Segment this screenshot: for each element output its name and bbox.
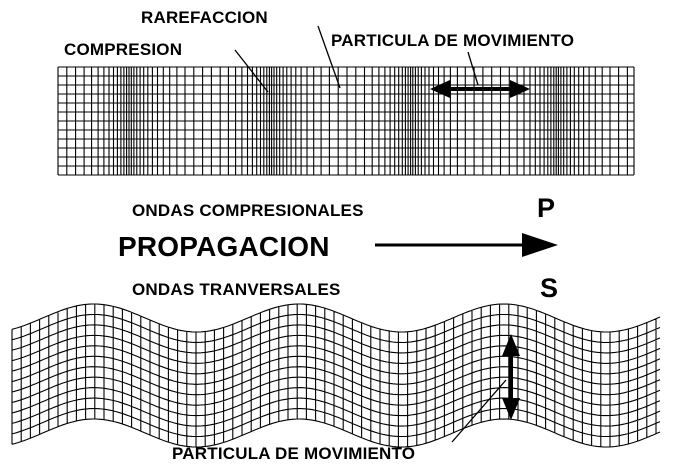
- s-particle-motion-label: PARTICULA DE MOVIMIENTO: [172, 444, 416, 463]
- label-leader-lines: [234, 25, 507, 443]
- rarefaction-leader: [317, 25, 341, 89]
- p-arrow-head-left: [430, 80, 450, 98]
- s-particle-motion-leader: [451, 379, 507, 443]
- s-wave-grid-lines: [11, 303, 661, 448]
- p-arrow-head-right: [510, 80, 530, 98]
- compression-label: COMPRESION: [64, 40, 183, 59]
- p-particle-motion-label: PARTICULA DE MOVIMIENTO: [331, 31, 575, 50]
- propagation-arrow: [375, 233, 558, 257]
- s-wave-letter: S: [540, 273, 559, 303]
- s-wave-caption: ONDAS TRANVERSALES: [132, 280, 341, 299]
- propagation-label: PROPAGACION: [118, 231, 330, 262]
- s-wave-grid: [11, 303, 661, 448]
- s-arrow-head-bottom: [502, 398, 520, 420]
- p-wave-caption: ONDAS COMPRESIONALES: [132, 201, 364, 220]
- s-arrow-head-top: [502, 334, 520, 356]
- p-wave-grid-lines: [57, 66, 635, 176]
- p-wave-grid: [57, 66, 635, 176]
- p-wave-letter: P: [537, 193, 556, 223]
- p-particle-motion-arrow: [430, 80, 530, 98]
- p-particle-motion-leader: [467, 51, 479, 86]
- propagation-arrow-head: [522, 233, 558, 257]
- compression-leader: [234, 49, 269, 93]
- s-particle-motion-arrow: [502, 334, 520, 420]
- rarefaction-label: RAREFACCION: [141, 8, 268, 27]
